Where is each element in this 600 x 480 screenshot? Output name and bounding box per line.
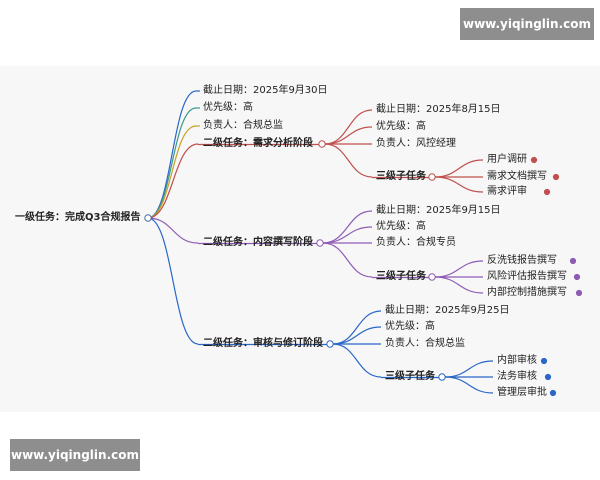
branch-2-owner: 负责人：合规专员 xyxy=(376,237,456,248)
connector-branch-1-item-3 xyxy=(434,176,484,193)
branch-3-item-1: 内部审核 xyxy=(497,355,537,366)
connector-branch-3-subtask xyxy=(332,343,382,378)
connector-branch-1-item-1 xyxy=(434,159,484,178)
connector-branch-1-subtask xyxy=(324,143,373,178)
connector-root-info-1 xyxy=(147,90,197,219)
branch-3-item-1-dot xyxy=(540,357,548,365)
connector-branch-2-item-1 xyxy=(434,260,484,278)
branch-1-item-2: 需求文档撰写 xyxy=(487,171,547,182)
branch-1-item-3-dot xyxy=(543,188,551,196)
branch-2-item-2-dot xyxy=(573,273,581,281)
branch-1-deadline: 截止日期：2025年8月15日 xyxy=(376,104,501,115)
connector-root-branch-1 xyxy=(147,143,199,219)
connector-branch-3-item-3 xyxy=(444,376,494,394)
root-priority: 优先级：高 xyxy=(203,102,253,113)
connector-root-branch-2 xyxy=(147,217,199,244)
branch-3-deadline: 截止日期：2025年9月25日 xyxy=(385,305,510,316)
root-owner: 负责人：合规总监 xyxy=(203,120,283,131)
branch-3-subtask-label: 三级子任务 xyxy=(385,371,435,382)
branch-3-item-3: 管理层审批 xyxy=(497,387,547,398)
branch-1-item-2-dot xyxy=(552,173,560,181)
branch-1-item-3: 需求评审 xyxy=(487,186,527,197)
branch-1-item-1-dot xyxy=(530,156,538,164)
branch-2-item-2: 风险评估报告撰写 xyxy=(487,271,567,282)
branch-3-owner: 负责人：合规总监 xyxy=(385,338,465,349)
root-task-label: 一级任务：完成Q3合规报告 xyxy=(15,212,141,223)
branch-3-node-circle xyxy=(326,340,334,348)
branch-3-subtask-node-circle xyxy=(438,373,446,381)
connector-root-info-3 xyxy=(147,125,197,219)
connector-branch-1-detail-2 xyxy=(324,126,373,145)
branch-2-item-3-dot xyxy=(575,289,583,297)
branch-3-item-2-dot xyxy=(544,373,552,381)
branch-2-item-3: 内部控制措施撰写 xyxy=(487,287,567,298)
branch-1-owner: 负责人：风控经理 xyxy=(376,138,456,149)
branch-1-label: 二级任务：需求分析阶段 xyxy=(203,138,313,149)
mindmap-canvas xyxy=(0,66,600,412)
branch-3-priority: 优先级：高 xyxy=(385,321,435,332)
branch-3-item-3-dot xyxy=(549,389,557,397)
connector-root-info-2 xyxy=(147,107,197,219)
branch-3-item-2: 法务审核 xyxy=(497,371,537,382)
connector-branch-2-item-3 xyxy=(434,276,484,294)
root-node-circle xyxy=(144,214,152,222)
branch-2-priority: 优先级：高 xyxy=(376,221,426,232)
branch-1-subtask-label: 三级子任务 xyxy=(376,171,426,182)
watermark-bottom: www.yiqinglin.com xyxy=(10,439,140,471)
branch-1-node-circle xyxy=(318,140,326,148)
connector-branch-2-detail-2 xyxy=(322,226,373,244)
connector-branch-3-item-1 xyxy=(444,360,494,378)
branch-1-subtask-node-circle xyxy=(428,173,436,181)
branch-2-item-1: 反洗钱报告撰写 xyxy=(487,255,557,266)
branch-2-item-1-dot xyxy=(569,257,577,265)
connector-branch-2-subtask xyxy=(322,242,373,278)
branch-2-subtask-label: 三级子任务 xyxy=(376,271,426,282)
branch-2-node-circle xyxy=(316,239,324,247)
connector-root-branch-3 xyxy=(147,217,199,345)
branch-1-priority: 优先级：高 xyxy=(376,121,426,132)
branch-2-deadline: 截止日期：2025年9月15日 xyxy=(376,205,501,216)
connector-branch-3-detail-2 xyxy=(332,326,382,345)
watermark-top: www.yiqinglin.com xyxy=(460,8,594,40)
root-deadline: 截止日期：2025年9月30日 xyxy=(203,85,328,96)
branch-3-label: 二级任务：审核与修订阶段 xyxy=(203,338,323,349)
branch-2-subtask-node-circle xyxy=(428,273,436,281)
branch-2-label: 二级任务：内容撰写阶段 xyxy=(203,237,313,248)
branch-1-item-1: 用户调研 xyxy=(487,154,527,165)
